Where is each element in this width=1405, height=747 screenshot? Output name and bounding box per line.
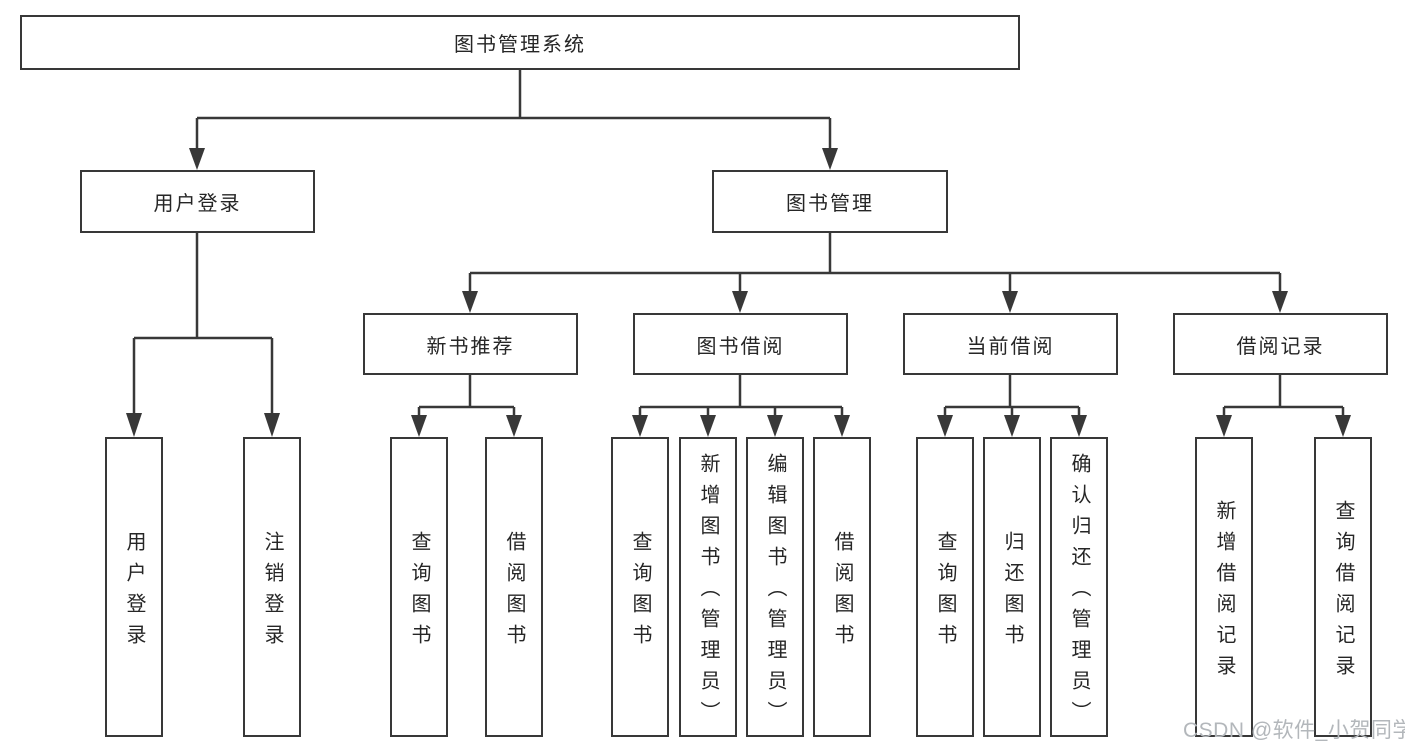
edge-borrowing-to-leaves	[638, 375, 844, 418]
arrowheads	[126, 148, 1351, 437]
node-root-system-label: 图书管理系统	[454, 34, 586, 56]
node-borrowing-records: 借阅记录	[1173, 313, 1388, 375]
node-user-login-label: 用户登录	[153, 193, 242, 215]
node-book-management: 图书管理	[712, 170, 948, 233]
node-current-borrowing: 当前借阅	[903, 313, 1118, 375]
leaf-return-books: 归还图书	[983, 437, 1041, 737]
leaf-user-login: 用户登录	[105, 437, 163, 737]
node-book-borrowing-label: 图书借阅	[696, 335, 785, 358]
edge-recommend-to-leaves	[417, 375, 516, 418]
leaf-query-books-recommend-label: 查询图书	[408, 530, 430, 655]
leaf-query-books-recommend: 查询图书	[390, 437, 448, 737]
leaf-add-book-admin-label: 新增图书（管理员）	[697, 453, 719, 732]
leaf-add-book-admin: 新增图书（管理员）	[679, 437, 737, 737]
leaf-add-borrow-record: 新增借阅记录	[1195, 437, 1253, 737]
leaf-query-books-borrowing: 查询图书	[611, 437, 669, 737]
node-user-login: 用户登录	[80, 170, 315, 233]
csdn-watermark: CSDN @软件_小贺同学	[1183, 719, 1405, 742]
leaf-confirm-return-admin: 确认归还（管理员）	[1050, 437, 1108, 737]
edge-records-to-leaves	[1222, 375, 1345, 418]
node-root-system: 图书管理系统	[20, 15, 1020, 70]
leaf-user-login-label: 用户登录	[123, 530, 145, 655]
leaf-query-borrow-record: 查询借阅记录	[1314, 437, 1372, 737]
leaf-borrow-books-recommend: 借阅图书	[485, 437, 543, 737]
node-book-management-label: 图书管理	[786, 193, 874, 215]
leaf-query-books-current: 查询图书	[916, 437, 974, 737]
leaf-confirm-return-admin-label: 确认归还（管理员）	[1068, 453, 1090, 732]
leaf-logout-label: 注销登录	[261, 530, 283, 655]
edge-root-to-level2	[195, 70, 832, 152]
node-current-borrowing-label: 当前借阅	[966, 335, 1055, 358]
leaf-query-books-current-label: 查询图书	[934, 530, 956, 655]
leaf-edit-book-admin: 编辑图书（管理员）	[746, 437, 804, 737]
node-book-borrowing: 图书借阅	[633, 313, 848, 375]
leaf-borrow-books-borrowing-label: 借阅图书	[831, 530, 853, 655]
leaf-query-borrow-record-label: 查询借阅记录	[1332, 499, 1354, 686]
leaf-return-books-label: 归还图书	[1001, 530, 1023, 655]
node-borrowing-records-label: 借阅记录	[1236, 335, 1325, 358]
leaf-add-borrow-record-label: 新增借阅记录	[1213, 499, 1235, 686]
leaf-borrow-books-borrowing: 借阅图书	[813, 437, 871, 737]
node-new-book-recommend-label: 新书推荐	[426, 335, 515, 358]
leaf-edit-book-admin-label: 编辑图书（管理员）	[764, 453, 786, 732]
node-new-book-recommend: 新书推荐	[363, 313, 578, 375]
edge-login-to-leaves	[132, 233, 274, 418]
leaf-borrow-books-recommend-label: 借阅图书	[503, 530, 525, 655]
leaf-query-books-borrowing-label: 查询图书	[629, 530, 651, 655]
leaf-logout: 注销登录	[243, 437, 301, 737]
edge-current-to-leaves	[943, 375, 1081, 418]
edge-mgmt-to-level3	[468, 233, 1282, 294]
